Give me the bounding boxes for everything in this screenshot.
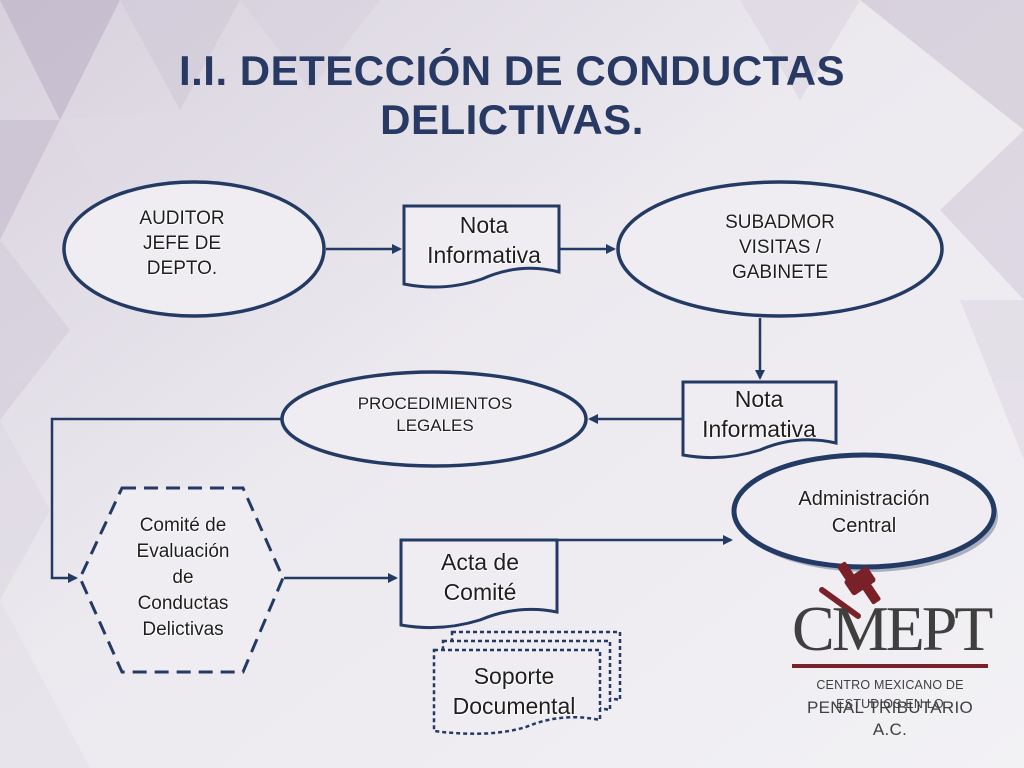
node-acta-label: Acta de Comité: [404, 547, 556, 607]
slide-title-line-1: I.I. DETECCIÓN DE CONDUCTAS: [178, 47, 846, 94]
logo-org-line-2: PENAL TRIBUTARIO A.C.: [806, 698, 974, 739]
node-auditor-line-1: AUDITOR: [139, 208, 225, 229]
auditor-ellipse: [62, 180, 326, 318]
node-administracion-label: Administración Central: [748, 486, 980, 540]
soporte-document-front: [432, 648, 602, 735]
logo-divider: [792, 664, 988, 668]
node-auditor-label: AUDITOR JEFE DE DEPTO.: [92, 206, 272, 281]
node-soporte-line-2: Documental: [452, 693, 576, 719]
nota-informativa-1-document: [402, 204, 561, 289]
node-comite-label: Comité de Evaluación de Conductas Delict…: [98, 513, 268, 643]
node-nota-informativa-1-label: Nota Informativa: [410, 210, 558, 270]
node-nota-2-line-2: Informativa: [702, 416, 816, 442]
slide-title: I.I. DETECCIÓN DE CONDUCTAS DELICTIVAS.: [112, 46, 912, 144]
node-administracion-line-2: Central: [831, 515, 897, 537]
logo-wordmark: CMEPT: [792, 593, 993, 664]
node-comite-line-3: de: [172, 567, 194, 588]
arrow-procedimientos-to-comite: [50, 417, 282, 583]
node-auditor-line-3: DEPTO.: [146, 258, 218, 279]
node-procedimientos-label: PROCEDIMIENTOS LEGALES: [300, 393, 570, 437]
comite-hexagon: [78, 486, 285, 674]
node-comite-line-4: Conductas: [137, 593, 229, 614]
node-subadmor-label: SUBADMOR VISITAS / GABINETE: [662, 210, 898, 285]
node-subadmor-line-1: SUBADMOR: [725, 212, 835, 233]
node-procedimientos-line-1: PROCEDIMIENTOS: [357, 394, 513, 413]
node-nota-2-line-1: Nota: [734, 386, 784, 412]
node-comite-line-2: Evaluación: [136, 541, 230, 562]
node-subadmor-line-2: VISITAS /: [738, 237, 821, 258]
node-nota-1-line-2: Informativa: [427, 242, 541, 268]
node-comite-line-5: Delictivas: [142, 619, 224, 640]
administracion-ellipse: [731, 452, 997, 570]
gavel-icon: [819, 561, 881, 619]
node-procedimientos-line-2: LEGALES: [396, 416, 474, 435]
subadmor-ellipse: [616, 180, 944, 318]
logo-org-line-1: CENTRO MEXICANO DE ESTUDIOS EN LO: [816, 678, 964, 711]
node-acta-line-2: Comité: [443, 579, 517, 605]
node-subadmor-line-3: GABINETE: [731, 262, 829, 283]
node-nota-informativa-2-label: Nota Informativa: [684, 384, 834, 444]
node-soporte-label: Soporte Documental: [438, 661, 590, 721]
node-auditor-line-2: JEFE DE: [142, 233, 222, 254]
acta-document: [399, 538, 559, 630]
node-nota-1-line-1: Nota: [459, 212, 509, 238]
nota-informativa-2-document: [681, 380, 838, 460]
node-soporte-line-1: Soporte: [473, 663, 555, 689]
node-comite-line-1: Comité de: [139, 515, 227, 536]
slide-title-line-2: DELICTIVAS.: [380, 96, 644, 143]
node-administracion-line-1: Administración: [798, 488, 930, 510]
node-acta-line-1: Acta de: [441, 549, 519, 575]
